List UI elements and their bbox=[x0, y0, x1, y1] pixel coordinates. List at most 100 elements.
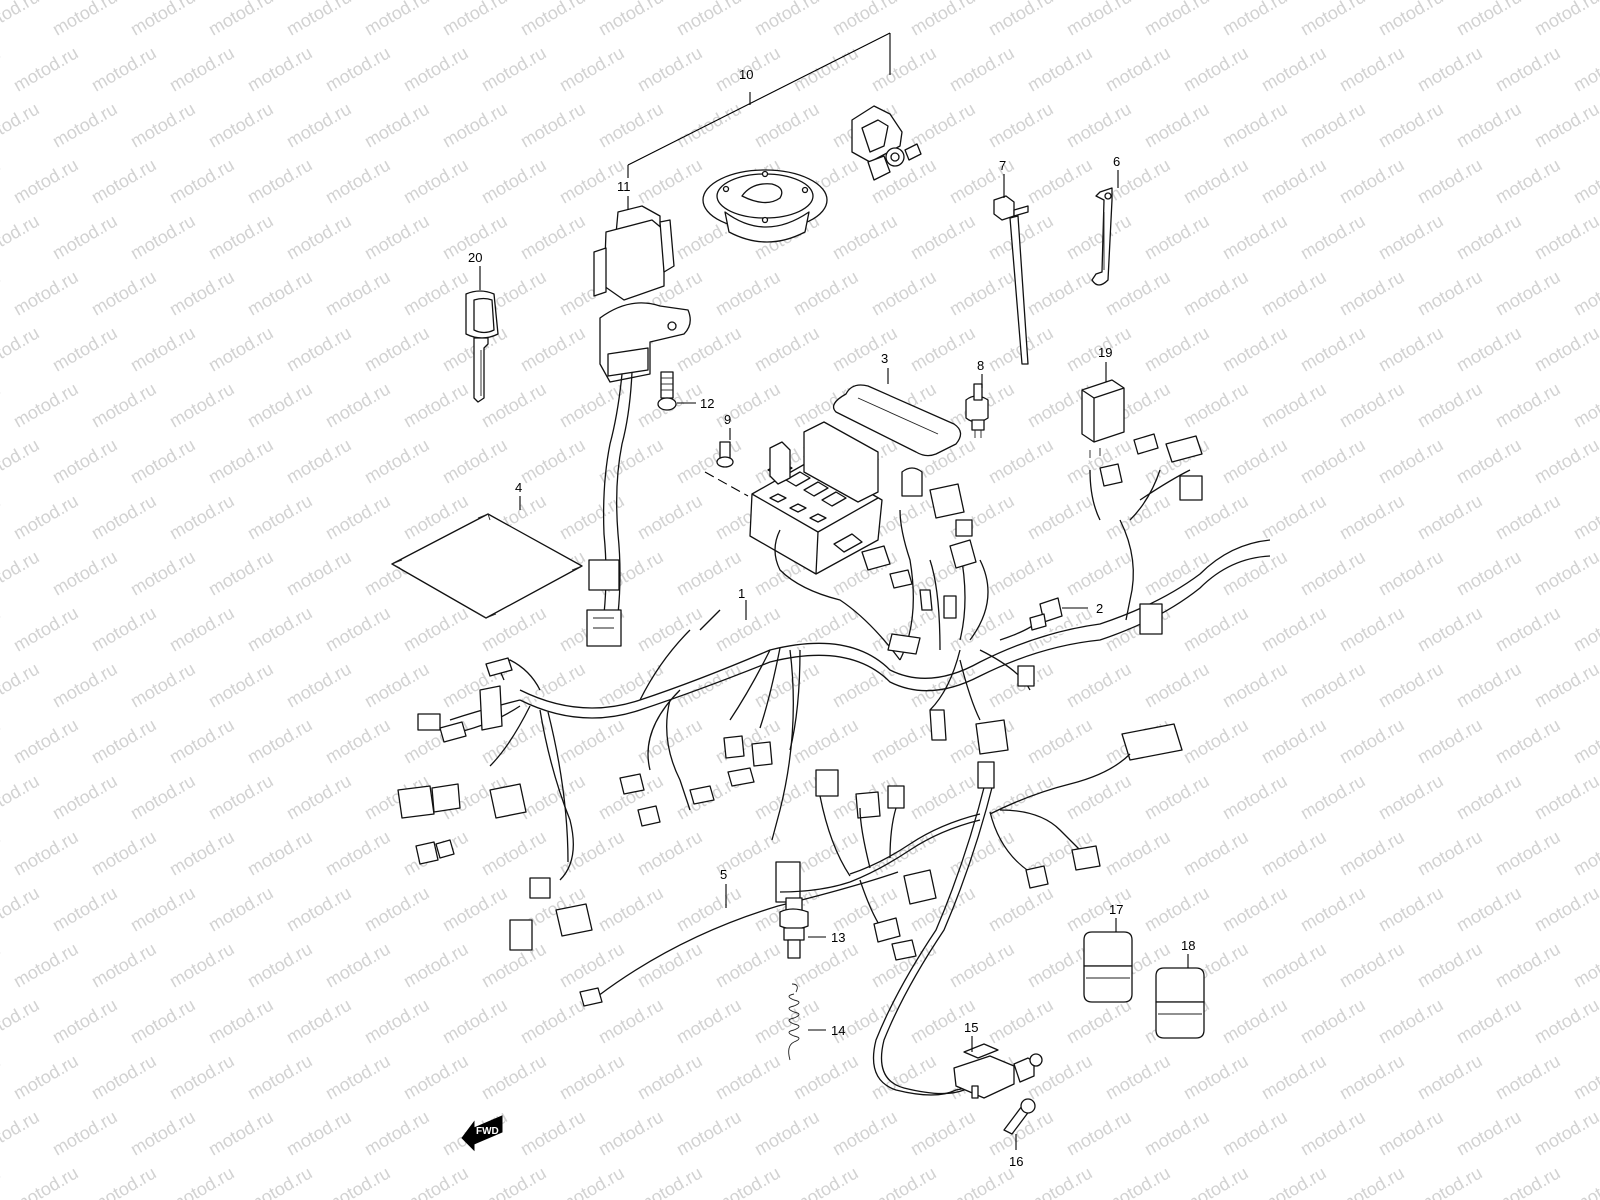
watermark-text: motod.ru bbox=[790, 43, 862, 96]
watermark-text: motod.ru bbox=[1570, 1163, 1600, 1200]
watermark-text: motod.ru bbox=[205, 995, 277, 1048]
watermark-text: motod.ru bbox=[478, 155, 550, 208]
watermark-text: motod.ru bbox=[0, 0, 43, 39]
watermark-text: motod.ru bbox=[1375, 323, 1447, 376]
watermark-text: motod.ru bbox=[400, 379, 472, 432]
fwd-badge-text: FWD bbox=[476, 1126, 499, 1137]
watermark-text: motod.ru bbox=[1297, 99, 1369, 152]
watermark-text: motod.ru bbox=[1102, 1163, 1174, 1200]
watermark-text: motod.ru bbox=[0, 267, 4, 320]
callout-18: 18 bbox=[1181, 938, 1195, 953]
watermark-text: motod.ru bbox=[283, 323, 355, 376]
watermark-text: motod.ru bbox=[166, 1051, 238, 1104]
watermark-text: motod.ru bbox=[556, 1163, 628, 1200]
watermark-text: motod.ru bbox=[0, 99, 43, 152]
watermark-text: motod.ru bbox=[868, 43, 940, 96]
watermark-text: motod.ru bbox=[1531, 323, 1600, 376]
watermark-text: motod.ru bbox=[1063, 771, 1135, 824]
watermark-text: motod.ru bbox=[1258, 379, 1330, 432]
watermark-text: motod.ru bbox=[946, 267, 1018, 320]
watermark-text: motod.ru bbox=[322, 491, 394, 544]
watermark-text: motod.ru bbox=[361, 435, 433, 488]
watermark-text: motod.ru bbox=[829, 323, 901, 376]
watermark-text: motod.ru bbox=[322, 1163, 394, 1200]
watermark-text: motod.ru bbox=[1180, 603, 1252, 656]
watermark-text: motod.ru bbox=[49, 883, 121, 936]
watermark-text: motod.ru bbox=[1297, 547, 1369, 600]
watermark-text: motod.ru bbox=[1297, 659, 1369, 712]
watermark-text: motod.ru bbox=[205, 771, 277, 824]
watermark-text: motod.ru bbox=[10, 939, 82, 992]
watermark-text: motod.ru bbox=[1453, 659, 1525, 712]
watermark-text: motod.ru bbox=[1453, 435, 1525, 488]
watermark-text: motod.ru bbox=[1141, 771, 1213, 824]
watermark-text: motod.ru bbox=[829, 211, 901, 264]
watermark-text: motod.ru bbox=[1375, 0, 1447, 39]
watermark-text: motod.ru bbox=[127, 323, 199, 376]
watermark-text: motod.ru bbox=[0, 1163, 4, 1200]
screw-12 bbox=[657, 371, 677, 411]
watermark-text: motod.ru bbox=[49, 1107, 121, 1160]
watermark-text: motod.ru bbox=[1141, 0, 1213, 39]
watermark-text: motod.ru bbox=[283, 547, 355, 600]
watermark-text: motod.ru bbox=[283, 995, 355, 1048]
watermark-text: motod.ru bbox=[1024, 155, 1096, 208]
watermark-text: motod.ru bbox=[0, 155, 4, 208]
fuse-box bbox=[749, 421, 883, 575]
watermark-text: motod.ru bbox=[907, 0, 979, 39]
watermark-text: motod.ru bbox=[1570, 267, 1600, 320]
watermark-text: motod.ru bbox=[283, 435, 355, 488]
watermark-text: motod.ru bbox=[1570, 939, 1600, 992]
watermark-text: motod.ru bbox=[1414, 603, 1486, 656]
watermark-text: motod.ru bbox=[400, 267, 472, 320]
fuse-box-cover bbox=[832, 384, 962, 457]
watermark-text: motod.ru bbox=[1570, 715, 1600, 768]
watermark-text: motod.ru bbox=[127, 1107, 199, 1160]
watermark-text: motod.ru bbox=[712, 1051, 784, 1104]
watermark-text: motod.ru bbox=[88, 827, 160, 880]
watermark-text: motod.ru bbox=[0, 995, 43, 1048]
watermark-text: motod.ru bbox=[478, 43, 550, 96]
watermark-text: motod.ru bbox=[907, 771, 979, 824]
callout-19: 19 bbox=[1098, 345, 1112, 360]
watermark-text: motod.ru bbox=[1219, 323, 1291, 376]
watermark-text: motod.ru bbox=[49, 211, 121, 264]
watermark-text: motod.ru bbox=[166, 939, 238, 992]
watermark-text: motod.ru bbox=[673, 995, 745, 1048]
watermark-text: motod.ru bbox=[1336, 43, 1408, 96]
callout-1: 1 bbox=[738, 586, 745, 601]
watermark-text: motod.ru bbox=[634, 155, 706, 208]
watermark-text: motod.ru bbox=[0, 491, 4, 544]
watermark-text: motod.ru bbox=[1336, 267, 1408, 320]
watermark-text: motod.ru bbox=[0, 43, 4, 96]
watermark-text: motod.ru bbox=[478, 379, 550, 432]
watermark-text: motod.ru bbox=[1180, 267, 1252, 320]
watermark-text: motod.ru bbox=[166, 827, 238, 880]
watermark-text: motod.ru bbox=[1102, 267, 1174, 320]
watermark-text: motod.ru bbox=[49, 771, 121, 824]
watermark-text: motod.ru bbox=[1453, 547, 1525, 600]
watermark-text: motod.ru bbox=[868, 267, 940, 320]
callout-5: 5 bbox=[720, 867, 727, 882]
watermark-text: motod.ru bbox=[439, 995, 511, 1048]
watermark-text: motod.ru bbox=[1414, 939, 1486, 992]
watermark-text: motod.ru bbox=[1336, 603, 1408, 656]
watermark-text: motod.ru bbox=[1531, 883, 1600, 936]
watermark-text: motod.ru bbox=[0, 1107, 43, 1160]
watermark-text: motod.ru bbox=[439, 99, 511, 152]
watermark-text: motod.ru bbox=[88, 379, 160, 432]
watermark-text: motod.ru bbox=[634, 1051, 706, 1104]
callout-3: 3 bbox=[881, 351, 888, 366]
watermark-text: motod.ru bbox=[1336, 715, 1408, 768]
watermark-text: motod.ru bbox=[205, 659, 277, 712]
watermark-text: motod.ru bbox=[400, 939, 472, 992]
watermark-text: motod.ru bbox=[49, 323, 121, 376]
watermark-text: motod.ru bbox=[1414, 379, 1486, 432]
callout-7: 7 bbox=[999, 158, 1006, 173]
watermark-text: motod.ru bbox=[166, 267, 238, 320]
watermark-text: motod.ru bbox=[166, 43, 238, 96]
watermark-text: motod.ru bbox=[127, 547, 199, 600]
watermark-text: motod.ru bbox=[10, 155, 82, 208]
